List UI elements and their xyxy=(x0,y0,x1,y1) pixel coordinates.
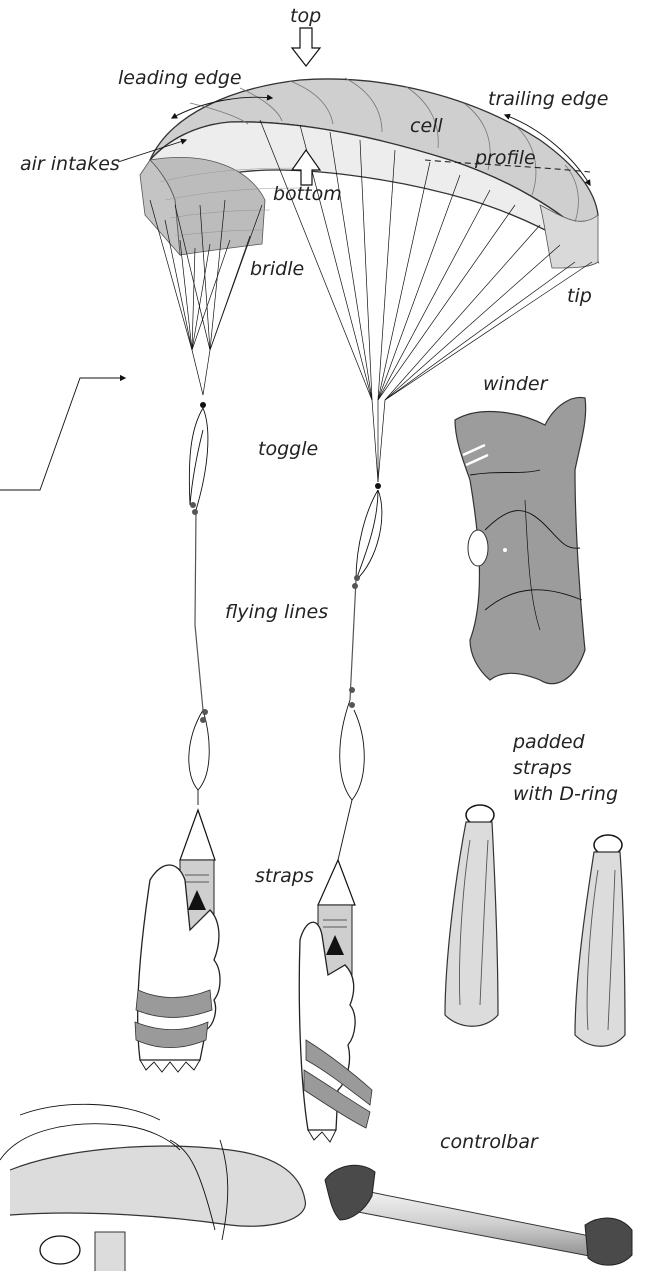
label-tip: tip xyxy=(567,285,592,307)
padded-strap-2 xyxy=(575,835,625,1046)
strap-bottom-left xyxy=(0,1104,305,1271)
flying-line-right xyxy=(338,483,382,860)
label-bridle: bridle xyxy=(250,258,304,280)
top-arrow-icon xyxy=(292,28,320,66)
padded-strap-1 xyxy=(445,805,498,1026)
controlbar xyxy=(325,1165,632,1265)
controlbar-handle-right xyxy=(585,1218,632,1265)
label-leading-edge: leading edge xyxy=(118,67,242,89)
label-toggle: toggle xyxy=(258,438,318,460)
label-top: top xyxy=(290,5,321,27)
label-winder: winder xyxy=(483,373,549,395)
label-air-intakes: air intakes xyxy=(20,153,120,175)
strap-in-hand-right xyxy=(299,860,372,1142)
flying-line-left xyxy=(189,402,209,805)
strap-in-hand-left xyxy=(135,810,220,1072)
label-cell: cell xyxy=(410,115,443,137)
label-profile: profile xyxy=(474,147,536,169)
label-bottom: bottom xyxy=(273,183,342,205)
label-padded-straps-3: with D-ring xyxy=(513,783,618,805)
label-padded-straps-1: padded xyxy=(512,731,586,753)
label-padded-straps-2: straps xyxy=(513,757,572,779)
label-trailing-edge: trailing edge xyxy=(488,88,608,110)
label-straps: straps xyxy=(255,865,314,887)
label-controlbar: controlbar xyxy=(440,1131,539,1153)
label-flying-lines: flying lines xyxy=(225,601,328,623)
winder xyxy=(455,397,586,683)
